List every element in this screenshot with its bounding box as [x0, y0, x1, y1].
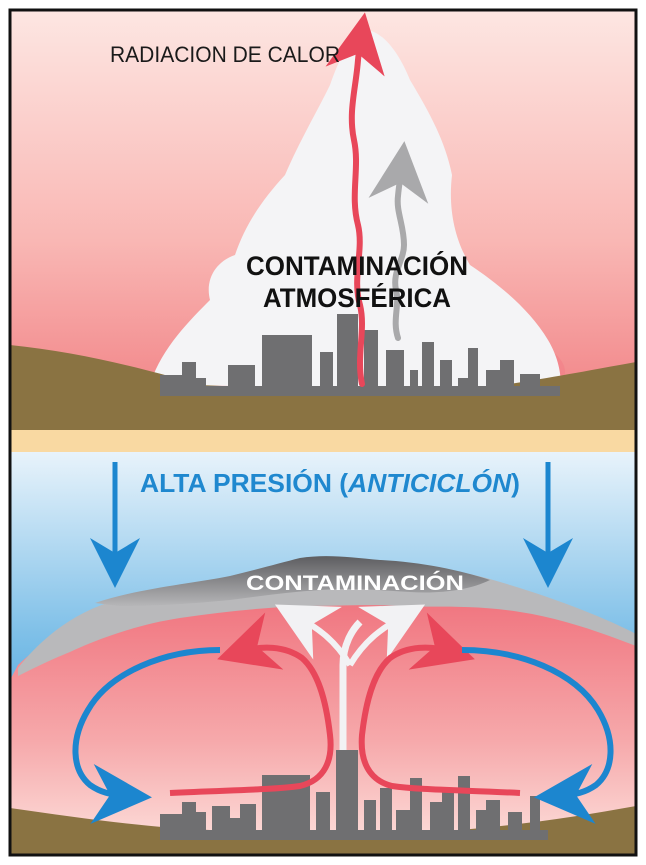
grey-smoke-arrow [368, 141, 429, 341]
smoke-column [339, 619, 363, 750]
red-loop-arrow-left [169, 612, 334, 796]
bottom-city-skyline [160, 750, 548, 840]
smoke-arrow-left [274, 604, 353, 667]
blue-loop-arrow-right [461, 647, 614, 824]
pollution-label-line1: CONTAMINACIÓN [246, 250, 468, 281]
blue-loop-arrow-left [72, 647, 221, 824]
high-pressure-label: ALTA PRESIÓN (ANTICICLÓN) [140, 468, 520, 498]
top-ground [10, 345, 636, 430]
heat-radiation-arrow [325, 12, 385, 387]
bottom-panel: ALTA PRESIÓN (ANTICICLÓN) CONTAMINACIÓN [10, 452, 636, 855]
smoke-arrow-right [347, 604, 426, 667]
pollution-layer-label: CONTAMINACIÓN [246, 571, 464, 595]
top-panel: RADIACION DE CALOR CONTAMINACIÓN ATMOSFÉ… [10, 10, 636, 430]
bottom-ground [10, 806, 636, 855]
pollution-layer-dark [95, 556, 490, 606]
top-city-skyline [160, 314, 560, 396]
red-loop-arrow-right [358, 612, 521, 796]
outer-border [8, 8, 638, 857]
panel-divider [10, 430, 636, 452]
pollution-label-line2: ATMOSFÉRICA [263, 282, 451, 313]
inversion-dome [10, 570, 636, 855]
radiation-label: RADIACION DE CALOR [110, 42, 340, 67]
